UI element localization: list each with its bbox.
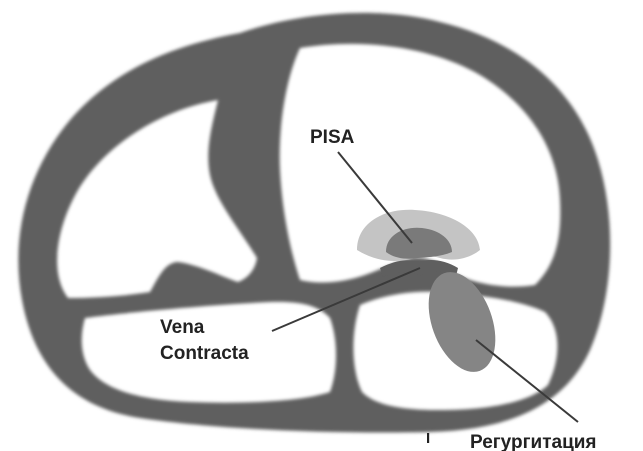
vena-contracta-label-line2: Contracta bbox=[160, 343, 249, 364]
pisa-label: PISA bbox=[310, 127, 355, 148]
tick-mark: I bbox=[426, 430, 430, 447]
vena-contracta-label-line1: Vena bbox=[160, 317, 205, 338]
regurgitation-label: Регургитация bbox=[470, 432, 597, 451]
